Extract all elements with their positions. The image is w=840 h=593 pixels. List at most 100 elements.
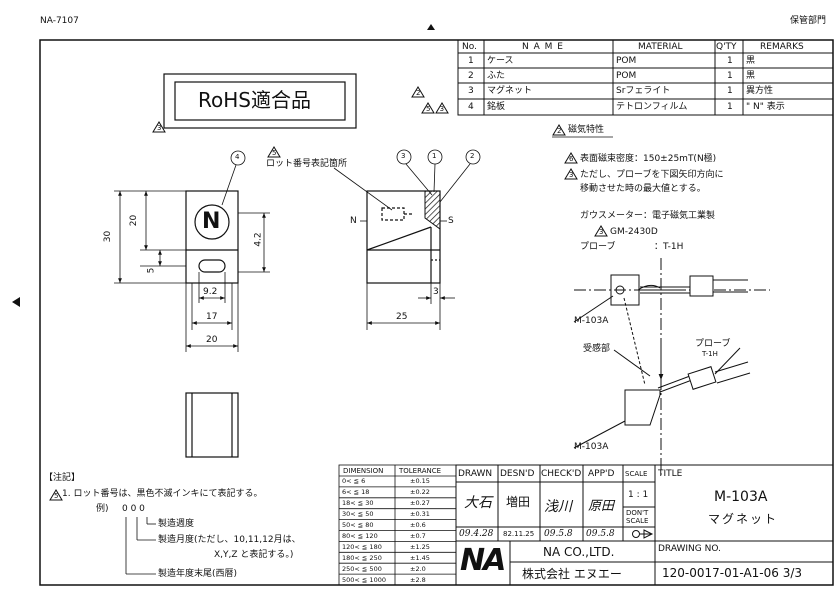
dont-scale-1: DON'T — [626, 509, 649, 517]
sensor-part-label: 受感部 — [583, 344, 611, 354]
magnetic-flux-density: 表面磁束密度：150±25mT(N極) — [580, 154, 717, 164]
date-drawn: 09.4.28 — [459, 529, 494, 539]
pole-n-label: N — [350, 216, 357, 226]
dim-20-horizontal: 20 — [206, 335, 218, 345]
tol-row-value: ±0.22 — [410, 488, 430, 496]
parts-row-rev: 2 — [416, 89, 421, 97]
dim-4-2: 4.2 — [253, 232, 264, 247]
dim-20-vertical: 20 — [129, 214, 140, 227]
tol-row-value: ±0.15 — [410, 477, 430, 485]
parts-row-no: 1 — [468, 56, 474, 66]
magnetic-heading-rev: 2 — [557, 127, 562, 135]
parts-row-name: 銘板 — [487, 102, 506, 112]
tol-header-dimension: DIMENSION — [343, 467, 384, 475]
parts-row-remarks: 黒 — [746, 71, 756, 81]
tol-row-dim: 50< ≦ 80 — [342, 521, 374, 529]
rohs-label: RoHS適合品 — [198, 88, 311, 112]
parts-row-remarks: 黒 — [746, 56, 756, 66]
probe-diagram-lines — [573, 258, 770, 476]
parts-row-no: 4 — [468, 102, 474, 112]
tol-row-dim: 6< ≦ 18 — [342, 488, 370, 496]
note-month-cont: X,Y,Z と表記する。) — [214, 550, 294, 560]
note1-rev: 5 — [54, 492, 59, 500]
scale-label: SCALE — [625, 470, 648, 478]
example-code: 0 0 0 — [122, 504, 145, 514]
approved-label: APP'D — [588, 469, 615, 479]
parts-row-material: テトロンフィルム — [616, 102, 688, 112]
tol-row-dim: 18< ≦ 30 — [342, 499, 374, 507]
drawing-subtitle: マグネット — [708, 512, 779, 526]
parts-header-qty: Q'TY — [716, 42, 737, 52]
scale-value: 1 : 1 — [628, 490, 649, 500]
parts-header-remarks: REMARKS — [760, 42, 804, 52]
tol-row-value: ±1.25 — [410, 543, 430, 551]
probe-value: ：T-1H — [654, 242, 684, 252]
front-view-lines — [185, 190, 239, 284]
company-logo: NA — [460, 543, 506, 578]
probe-diagram-top-label: M-103A — [574, 316, 609, 326]
magnetic-heading: 磁気特性 — [568, 125, 605, 135]
tol-row-value: ±2.8 — [410, 576, 426, 584]
dim-30: 30 — [103, 230, 114, 243]
designed-label: DESN'D — [500, 469, 535, 479]
drawn-label: DRAWN — [458, 469, 493, 479]
dim-3: 3 — [433, 287, 439, 297]
gaussmeter-model: GM-2430D — [610, 227, 658, 237]
parts-row-name: マグネット — [487, 86, 533, 96]
tol-row-dim: 80< ≦ 120 — [342, 532, 378, 540]
parts-row-remarks: 異方性 — [746, 86, 774, 96]
parts-row-material: POM — [616, 71, 637, 81]
designed-signature: 増田 — [506, 495, 531, 509]
date-designed: 82.11.25 — [503, 530, 535, 538]
parts-row-material: POM — [616, 56, 637, 66]
notes-title: 【注記】 — [44, 473, 81, 483]
north-pole-mark: N — [202, 209, 221, 234]
tol-row-dim: 30< ≦ 50 — [342, 510, 374, 518]
tol-row-dim: 250< ≦ 500 — [342, 565, 382, 573]
tol-row-dim: 180< ≦ 250 — [342, 554, 382, 562]
title-block-lines — [455, 464, 834, 586]
checked-signature: 浅川 — [544, 499, 572, 515]
left-center-mark — [12, 297, 20, 307]
magnetic-condition-cont: 移動させた時の最大値とする。 — [580, 184, 706, 194]
parts-row-qty: 1 — [727, 56, 733, 66]
dim-17: 17 — [206, 312, 218, 322]
parts-row-remarks: " N" 表示 — [746, 102, 785, 112]
drawing-number-label: DRAWING NO. — [658, 544, 721, 554]
parts-row-name: ふた — [487, 71, 506, 81]
note-year: 製造年度末尾(西暦) — [158, 569, 238, 579]
gaussmeter-model-rev: 3 — [599, 228, 604, 236]
parts-header-material: MATERIAL — [638, 42, 683, 52]
magnet-section — [424, 190, 441, 230]
tol-row-value: ±1.45 — [410, 554, 430, 562]
date-approved: 09.5.8 — [586, 529, 615, 539]
parts-row-qty: 1 — [727, 86, 733, 96]
parts-row-no: 3 — [468, 86, 474, 96]
tol-header-tolerance: TOLERANCE — [399, 467, 442, 475]
parts-header-name: N A M E — [522, 42, 564, 52]
callout-2: 2 — [470, 152, 475, 160]
top-center-mark — [427, 24, 435, 30]
note-1: 1. ロット番号は、黒色不滅インキにて表記する。 — [62, 489, 263, 499]
note-month: 製造月度(ただし、10,11,12月は、 — [158, 535, 301, 545]
tol-row-value: ±2.0 — [410, 565, 426, 573]
callout-3: 3 — [401, 152, 406, 160]
bottom-view-lines — [185, 392, 239, 458]
dim-5: 5 — [146, 267, 157, 274]
rohs-outer-box — [163, 73, 357, 129]
checked-label: CHECK'D — [541, 469, 582, 479]
rohs-rev-number: 3 — [157, 124, 162, 132]
magnetic-line2-rev: 3 — [569, 171, 574, 179]
dim-25: 25 — [396, 312, 408, 322]
parts-row-rev: 5 3 — [426, 105, 445, 113]
probe-label: プローブ — [580, 242, 616, 252]
parts-row-no: 2 — [468, 71, 474, 81]
pole-s-label: S — [448, 216, 454, 226]
tol-row-value: ±0.6 — [410, 521, 426, 529]
lot-number-location: ロット番号表記箇所 — [266, 159, 348, 169]
tol-row-dim: 0< ≦ 6 — [342, 477, 366, 485]
note-week: 製造週度 — [158, 519, 195, 529]
callout-1: 1 — [432, 152, 437, 160]
probe-diagram-probe-label: プローブ — [695, 339, 731, 349]
